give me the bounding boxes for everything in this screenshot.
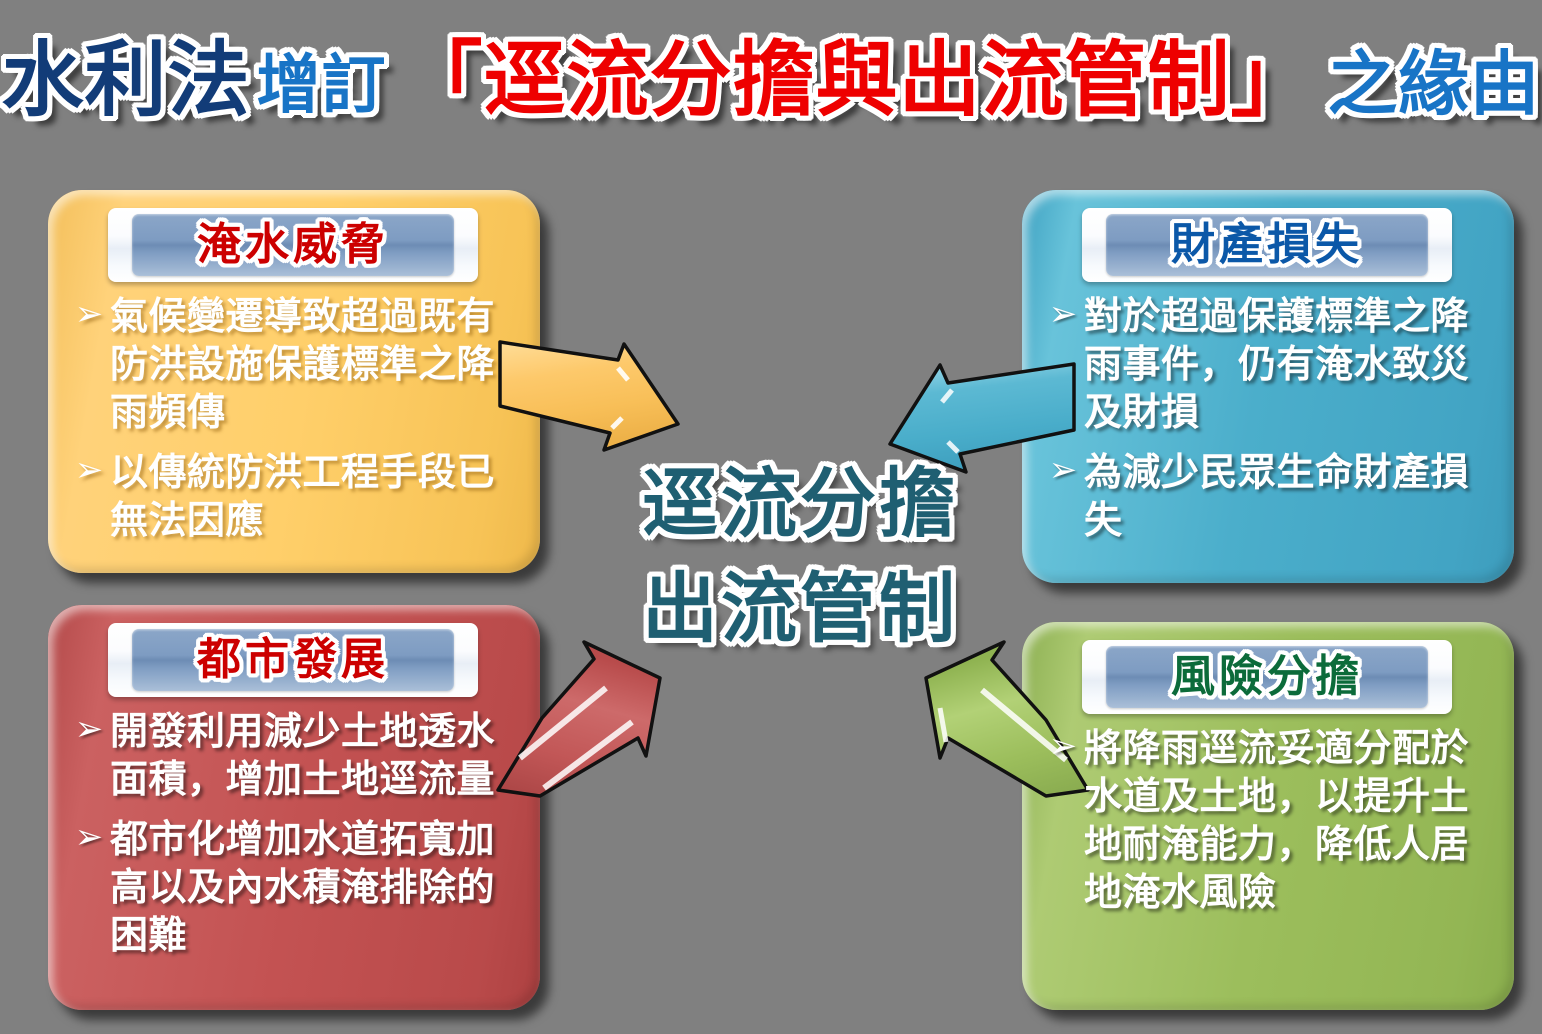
bullet-arrow-icon: ➢ <box>1048 294 1078 334</box>
bullet-arrow-icon: ➢ <box>74 709 104 749</box>
plate-gradient-fill <box>132 214 454 276</box>
bullet-text: 開發利用減少土地透水面積，增加土地逕流量 <box>110 709 496 801</box>
card-header-plate-urban-development: 都市發展 <box>108 623 478 697</box>
arrow-urban-to-center <box>496 640 662 798</box>
bullet-text: 將降雨逕流妥適分配於水道及土地，以提升土地耐淹能力，降低人居地淹水風險 <box>1084 726 1470 914</box>
list-item: ➢ 開發利用減少土地透水面積，增加土地逕流量 <box>68 707 518 803</box>
plate-gradient-fill <box>1106 646 1428 708</box>
card-bullet-list-property-loss: ➢ 對於超過保護標準之降雨事件，仍有淹水致災及財損 ➢ 為減少民眾生命財產損失 <box>1042 292 1492 544</box>
card-property-loss[interactable]: 財產損失 ➢ 對於超過保護標準之降雨事件，仍有淹水致災及財損 ➢ 為減少民眾生命… <box>1022 190 1514 583</box>
card-bullet-list-risk-sharing: ➢ 將降雨逕流妥適分配於水道及土地，以提升土地耐淹能力，降低人居地淹水風險 <box>1042 724 1492 916</box>
title-segment-topic: 「逕流分擔與出流管制」 <box>400 33 1314 128</box>
title-segment-amendment: 增訂 <box>256 49 387 123</box>
card-urban-development[interactable]: 都市發展 ➢ 開發利用減少土地透水面積，增加土地逕流量 ➢ 都市化增加水道拓寬加… <box>48 605 540 1010</box>
card-flood-threat[interactable]: 淹水威脅 ➢ 氣候變遷導致超過既有防洪設施保護標準之降雨頻傳 ➢ 以傳統防洪工程… <box>48 190 540 573</box>
arrow-risk-to-center <box>924 640 1090 798</box>
bullet-text: 為減少民眾生命財產損失 <box>1084 450 1470 542</box>
plate-gradient-fill <box>132 629 454 691</box>
list-item: ➢ 都市化增加水道拓寬加高以及內水積淹排除的困難 <box>68 815 518 959</box>
card-header-plate-risk-sharing: 風險分擔 <box>1082 640 1452 714</box>
title-segment-reason: 之緣由 <box>1327 43 1541 125</box>
bullet-arrow-icon: ➢ <box>74 450 104 490</box>
bullet-arrow-icon: ➢ <box>74 294 104 334</box>
center-line-2: 出流管制 <box>642 563 958 653</box>
bullet-text: 都市化增加水道拓寬加高以及內水積淹排除的困難 <box>110 817 496 957</box>
bullet-text: 氣候變遷導致超過既有防洪設施保護標準之降雨頻傳 <box>110 294 496 434</box>
list-item: ➢ 以傳統防洪工程手段已無法因應 <box>68 448 518 544</box>
card-risk-sharing[interactable]: 風險分擔 ➢ 將降雨逕流妥適分配於水道及土地，以提升土地耐淹能力，降低人居地淹水… <box>1022 622 1514 1010</box>
arrow-flood-to-center <box>498 340 680 452</box>
title-segment-law: 水利法 <box>1 33 251 128</box>
card-header-label: 淹水威脅 <box>197 219 389 270</box>
bullet-text: 對於超過保護標準之降雨事件，仍有淹水致災及財損 <box>1084 294 1470 434</box>
list-item: ➢ 將降雨逕流妥適分配於水道及土地，以提升土地耐淹能力，降低人居地淹水風險 <box>1042 724 1492 916</box>
card-header-plate-flood-threat: 淹水威脅 <box>108 208 478 282</box>
arrow-loss-to-center <box>888 362 1076 474</box>
list-item: ➢ 對於超過保護標準之降雨事件，仍有淹水致災及財損 <box>1042 292 1492 436</box>
card-header-label: 風險分擔 <box>1171 651 1363 702</box>
bullet-arrow-icon: ➢ <box>74 817 104 857</box>
card-bullet-list-flood-threat: ➢ 氣候變遷導致超過既有防洪設施保護標準之降雨頻傳 ➢ 以傳統防洪工程手段已無法… <box>68 292 518 544</box>
list-item: ➢ 氣候變遷導致超過既有防洪設施保護標準之降雨頻傳 <box>68 292 518 436</box>
plate-gradient-fill <box>1106 214 1428 276</box>
list-item: ➢ 為減少民眾生命財產損失 <box>1042 448 1492 544</box>
bullet-arrow-icon: ➢ <box>1048 726 1078 766</box>
card-header-label: 都市發展 <box>197 634 389 685</box>
center-concept: 逕流分擔 出流管制 <box>590 452 1010 662</box>
center-line-1: 逕流分擔 <box>642 459 958 548</box>
page-title: 水利法 增訂 「逕流分擔與出流管制」 之緣由 <box>0 26 1542 136</box>
bullet-text: 以傳統防洪工程手段已無法因應 <box>110 450 496 542</box>
card-header-plate-property-loss: 財產損失 <box>1082 208 1452 282</box>
card-header-label: 財產損失 <box>1171 219 1363 270</box>
bullet-arrow-icon: ➢ <box>1048 450 1078 490</box>
card-bullet-list-urban-development: ➢ 開發利用減少土地透水面積，增加土地逕流量 ➢ 都市化增加水道拓寬加高以及內水… <box>68 707 518 959</box>
